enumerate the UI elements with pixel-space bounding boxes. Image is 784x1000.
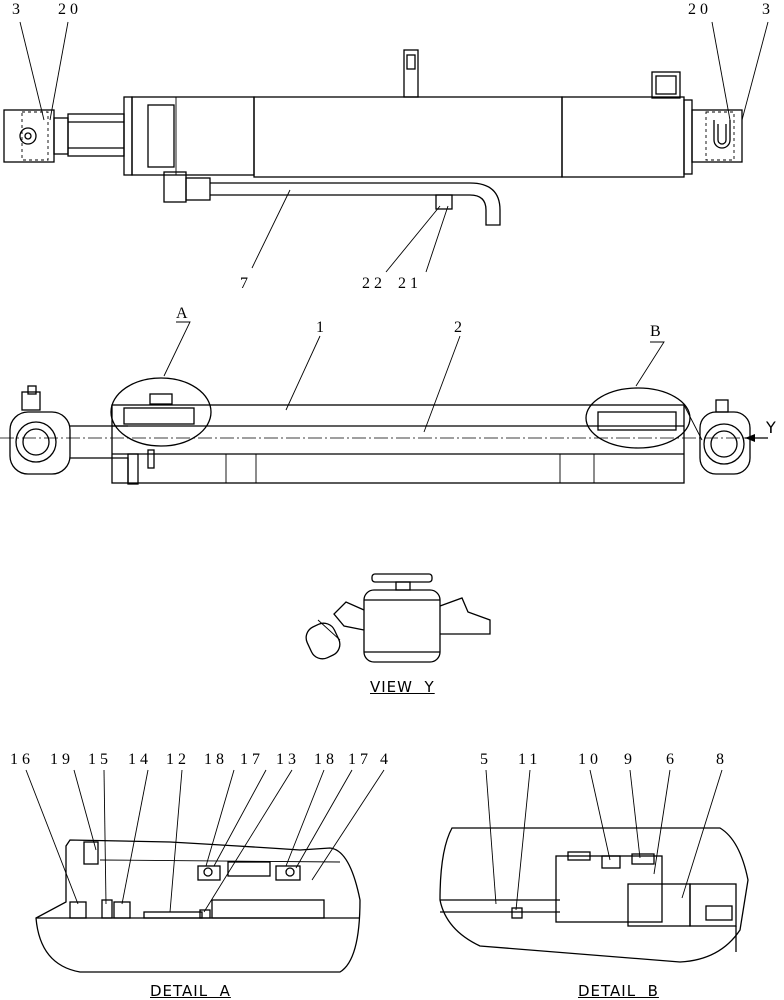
label-detail-a-marker: A (176, 305, 192, 322)
label-hose-7: 7 (240, 275, 252, 292)
top-view (3, 49, 743, 226)
label-fitting-21: 21 (398, 275, 422, 292)
top-view-leaders (19, 21, 769, 273)
detail-a-label-14: 14 (128, 751, 152, 768)
detail-a-leaders (25, 769, 385, 913)
detail-b-label-9: 9 (624, 751, 636, 768)
detail-a-label-18b: 18 (314, 751, 338, 768)
label-detail-b-marker: B (650, 323, 665, 340)
detail-a-drawing (35, 839, 361, 973)
section-view (0, 377, 768, 485)
detail-b-caption: DETAIL B (578, 982, 659, 1000)
label-right-eye-3: 3 (762, 1, 774, 18)
detail-a-caption: DETAIL A (150, 982, 231, 1000)
detail-b-drawing (439, 827, 749, 963)
detail-b-leaders (485, 769, 723, 911)
detail-a-label-16: 16 (10, 751, 34, 768)
detail-a-label-18a: 18 (204, 751, 228, 768)
detail-b-label-5: 5 (480, 751, 492, 768)
view-y-drawing (305, 573, 491, 663)
label-left-20: 20 (58, 1, 82, 18)
detail-b-label-6: 6 (666, 751, 678, 768)
detail-a-label-4: 4 (380, 751, 392, 768)
label-tube-1: 1 (316, 319, 328, 336)
detail-a-label-15: 15 (88, 751, 112, 768)
detail-a-label-17b: 17 (348, 751, 372, 768)
detail-a-label-13: 13 (276, 751, 300, 768)
label-fitting-22: 22 (362, 275, 386, 292)
section-view-leaders (163, 321, 665, 433)
label-view-arrow-y: Y (766, 418, 780, 437)
view-y-caption: VIEW Y (370, 678, 435, 696)
label-right-20: 20 (688, 1, 712, 18)
detail-b-label-10: 10 (578, 751, 602, 768)
detail-b-label-11: 11 (518, 751, 542, 768)
label-left-eye-3: 3 (12, 1, 24, 18)
detail-b-label-8: 8 (716, 751, 728, 768)
detail-a-label-19: 19 (50, 751, 74, 768)
detail-a-label-12: 12 (166, 751, 190, 768)
detail-a-label-17a: 17 (240, 751, 264, 768)
label-rod-2: 2 (454, 319, 466, 336)
